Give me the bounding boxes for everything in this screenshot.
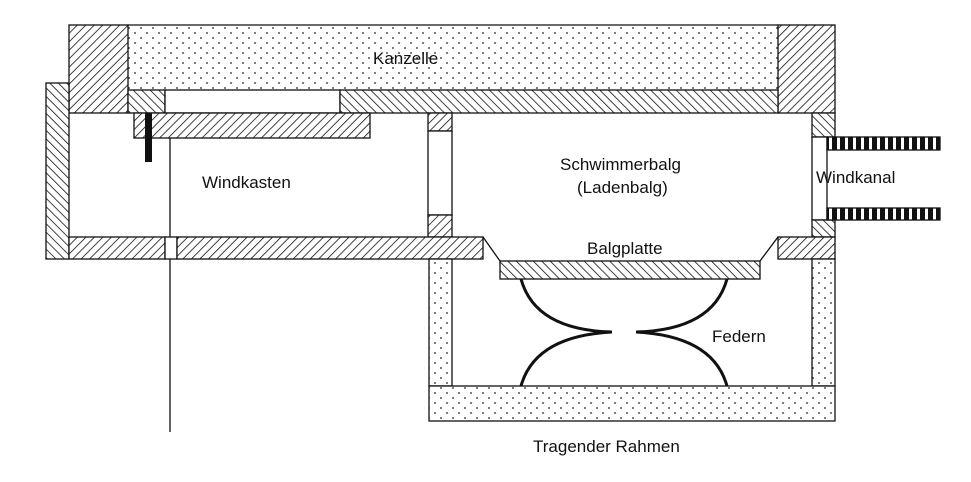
bottom-slab-left [68,236,166,260]
label-windkanal: Windkanal [816,168,895,187]
label-kanzelle: Kanzelle [373,49,438,68]
label-tragender-rahmen: Tragender Rahmen [533,437,680,456]
right-post [777,24,836,114]
balgplatte [499,260,761,280]
top-slab-opening [164,89,341,114]
label-schwimmerbalg: Schwimmerbalg [560,155,681,174]
frame-right-post [811,258,836,387]
top-slab-right [339,89,779,114]
label-ladenbalg: (Ladenbalg) [577,178,668,197]
frame-left-post [428,258,453,387]
bottom-slab-right [176,236,484,260]
bellows-membrane-right [759,236,779,262]
label-windkasten: Windkasten [202,173,291,192]
label-balgplatte: Balgplatte [587,239,663,258]
bottom-slab-gap [164,236,178,260]
divider-opening [427,130,453,216]
top-slab-left [127,89,166,114]
left-outer-wall [45,82,70,260]
slider [133,112,371,139]
divider-top [427,112,453,132]
pin [145,113,152,162]
spring-left [519,278,613,387]
left-post [68,24,129,114]
right-wall-top [811,112,836,138]
spring-right [635,278,729,387]
bellows-membrane [482,236,501,262]
windkanal-top-wall [826,136,941,151]
divider-bottom [427,214,453,238]
bottom-slab-far-right [777,236,836,260]
label-federn: Federn [712,327,766,346]
kanzelle-chamber [128,25,778,90]
frame-base [428,385,836,422]
right-wall-bottom [811,219,836,238]
windkanal-bottom-wall [826,207,941,221]
